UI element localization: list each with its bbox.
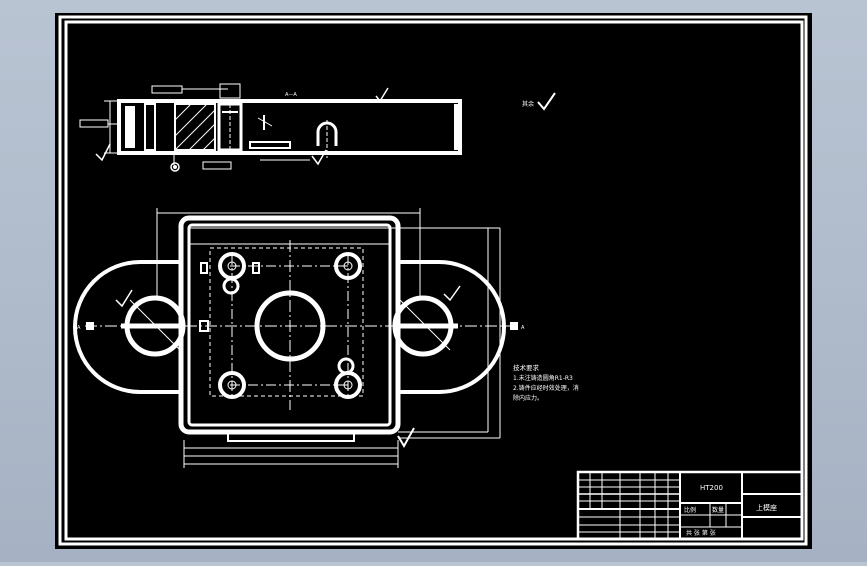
title-block — [576, 470, 804, 541]
roughness-rest-label: 其余 — [522, 100, 534, 108]
dowel-hole-2 — [337, 357, 355, 375]
tech-req-3: 除内应力。 — [513, 394, 543, 402]
section-title: A—A — [285, 92, 297, 98]
hatch-block — [174, 103, 216, 151]
qty-label: 数量 — [712, 506, 724, 514]
hidden-pocket — [209, 247, 364, 397]
scale-label: 比例 — [684, 506, 696, 514]
section-mark-right: A — [521, 325, 525, 331]
ear-left — [73, 260, 181, 394]
plan-view — [73, 208, 520, 468]
roughness-symbol — [537, 92, 556, 111]
bolt-hole-tr — [334, 252, 362, 280]
tech-req-2: 2.铸件应经时效处理，消 — [513, 384, 579, 392]
title-block-frame — [576, 470, 804, 541]
center-bore — [254, 290, 326, 362]
technical-requirements: 技术要求 1.未注铸造圆角R1-R3 2.铸件应经时效处理，消 除内应力。 — [513, 363, 579, 402]
hatch-left — [125, 106, 135, 148]
sheet-border-outer — [58, 15, 808, 546]
part-name: 上模座 — [756, 503, 777, 512]
bolt-hole-bl — [218, 371, 246, 399]
sheet-border-inner — [64, 20, 804, 541]
sheet-label: 共 张 第 张 — [686, 529, 716, 537]
section-view — [79, 83, 462, 172]
dowel-hole-1 — [222, 277, 240, 295]
material-label: HT200 — [700, 484, 723, 492]
tech-req-title: 技术要求 — [513, 363, 540, 372]
section-mark-left: A — [77, 325, 81, 331]
ear-right — [398, 260, 506, 394]
plate-inner — [187, 223, 392, 427]
tech-req-1: 1.未注铸造圆角R1-R3 — [513, 374, 573, 382]
